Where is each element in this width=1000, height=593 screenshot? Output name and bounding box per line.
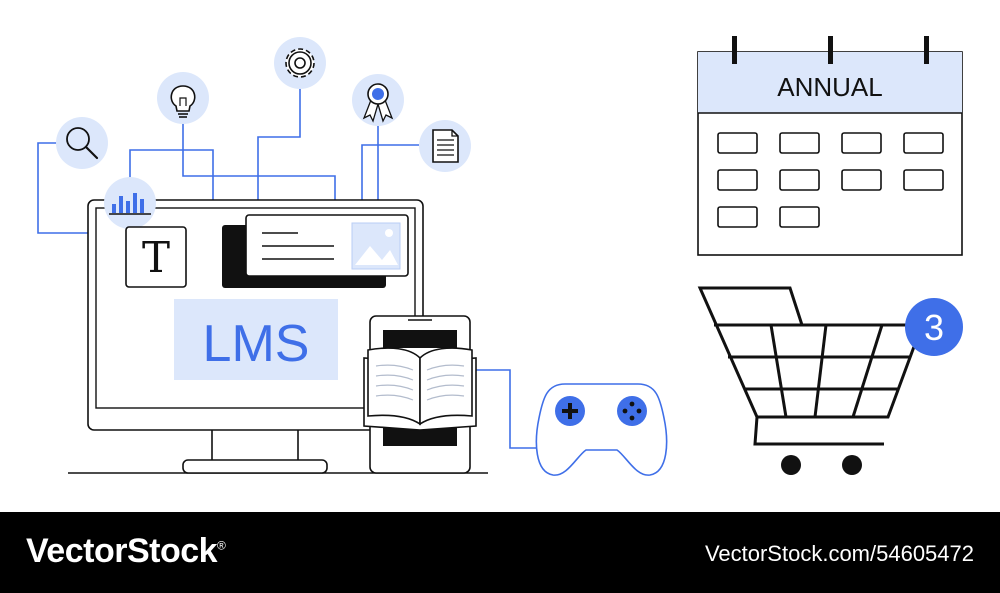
cart-wheel-right: [842, 455, 862, 475]
gear-icon: [274, 37, 326, 89]
document-icon: [419, 120, 471, 172]
brand-logo: VectorStock®: [26, 532, 226, 571]
cart-badge: [905, 298, 963, 356]
lms-illustration: T LMS: [37, 36, 963, 476]
cart-badge-count: 3: [924, 307, 944, 348]
bar-chart-icon: [104, 177, 156, 229]
brand-name: VectorStock: [26, 532, 218, 570]
text-tile: T: [125, 226, 187, 288]
text-tile-glyph: T: [142, 233, 170, 282]
connector-lines: [37, 88, 538, 449]
award-ribbon-icon: [352, 74, 404, 126]
lms-label-box: [174, 299, 338, 380]
registered-mark: ®: [217, 538, 226, 553]
lms-label: LMS: [203, 315, 310, 373]
search-icon: [56, 117, 108, 169]
media-card: [222, 214, 409, 288]
calendar-icon: [697, 36, 963, 256]
watermark-footer: VectorStock® VectorStock.com/54605472: [0, 512, 1000, 593]
lightbulb-icon: [157, 72, 209, 124]
calendar-title: ANNUAL: [777, 72, 882, 102]
image-icon: [351, 222, 401, 270]
cart-wheel-left: [781, 455, 801, 475]
open-book-icon: [363, 347, 477, 431]
image-id: VectorStock.com/54605472: [704, 541, 974, 566]
gamepad-icon: [535, 383, 668, 476]
shopping-cart-icon: [697, 286, 925, 446]
